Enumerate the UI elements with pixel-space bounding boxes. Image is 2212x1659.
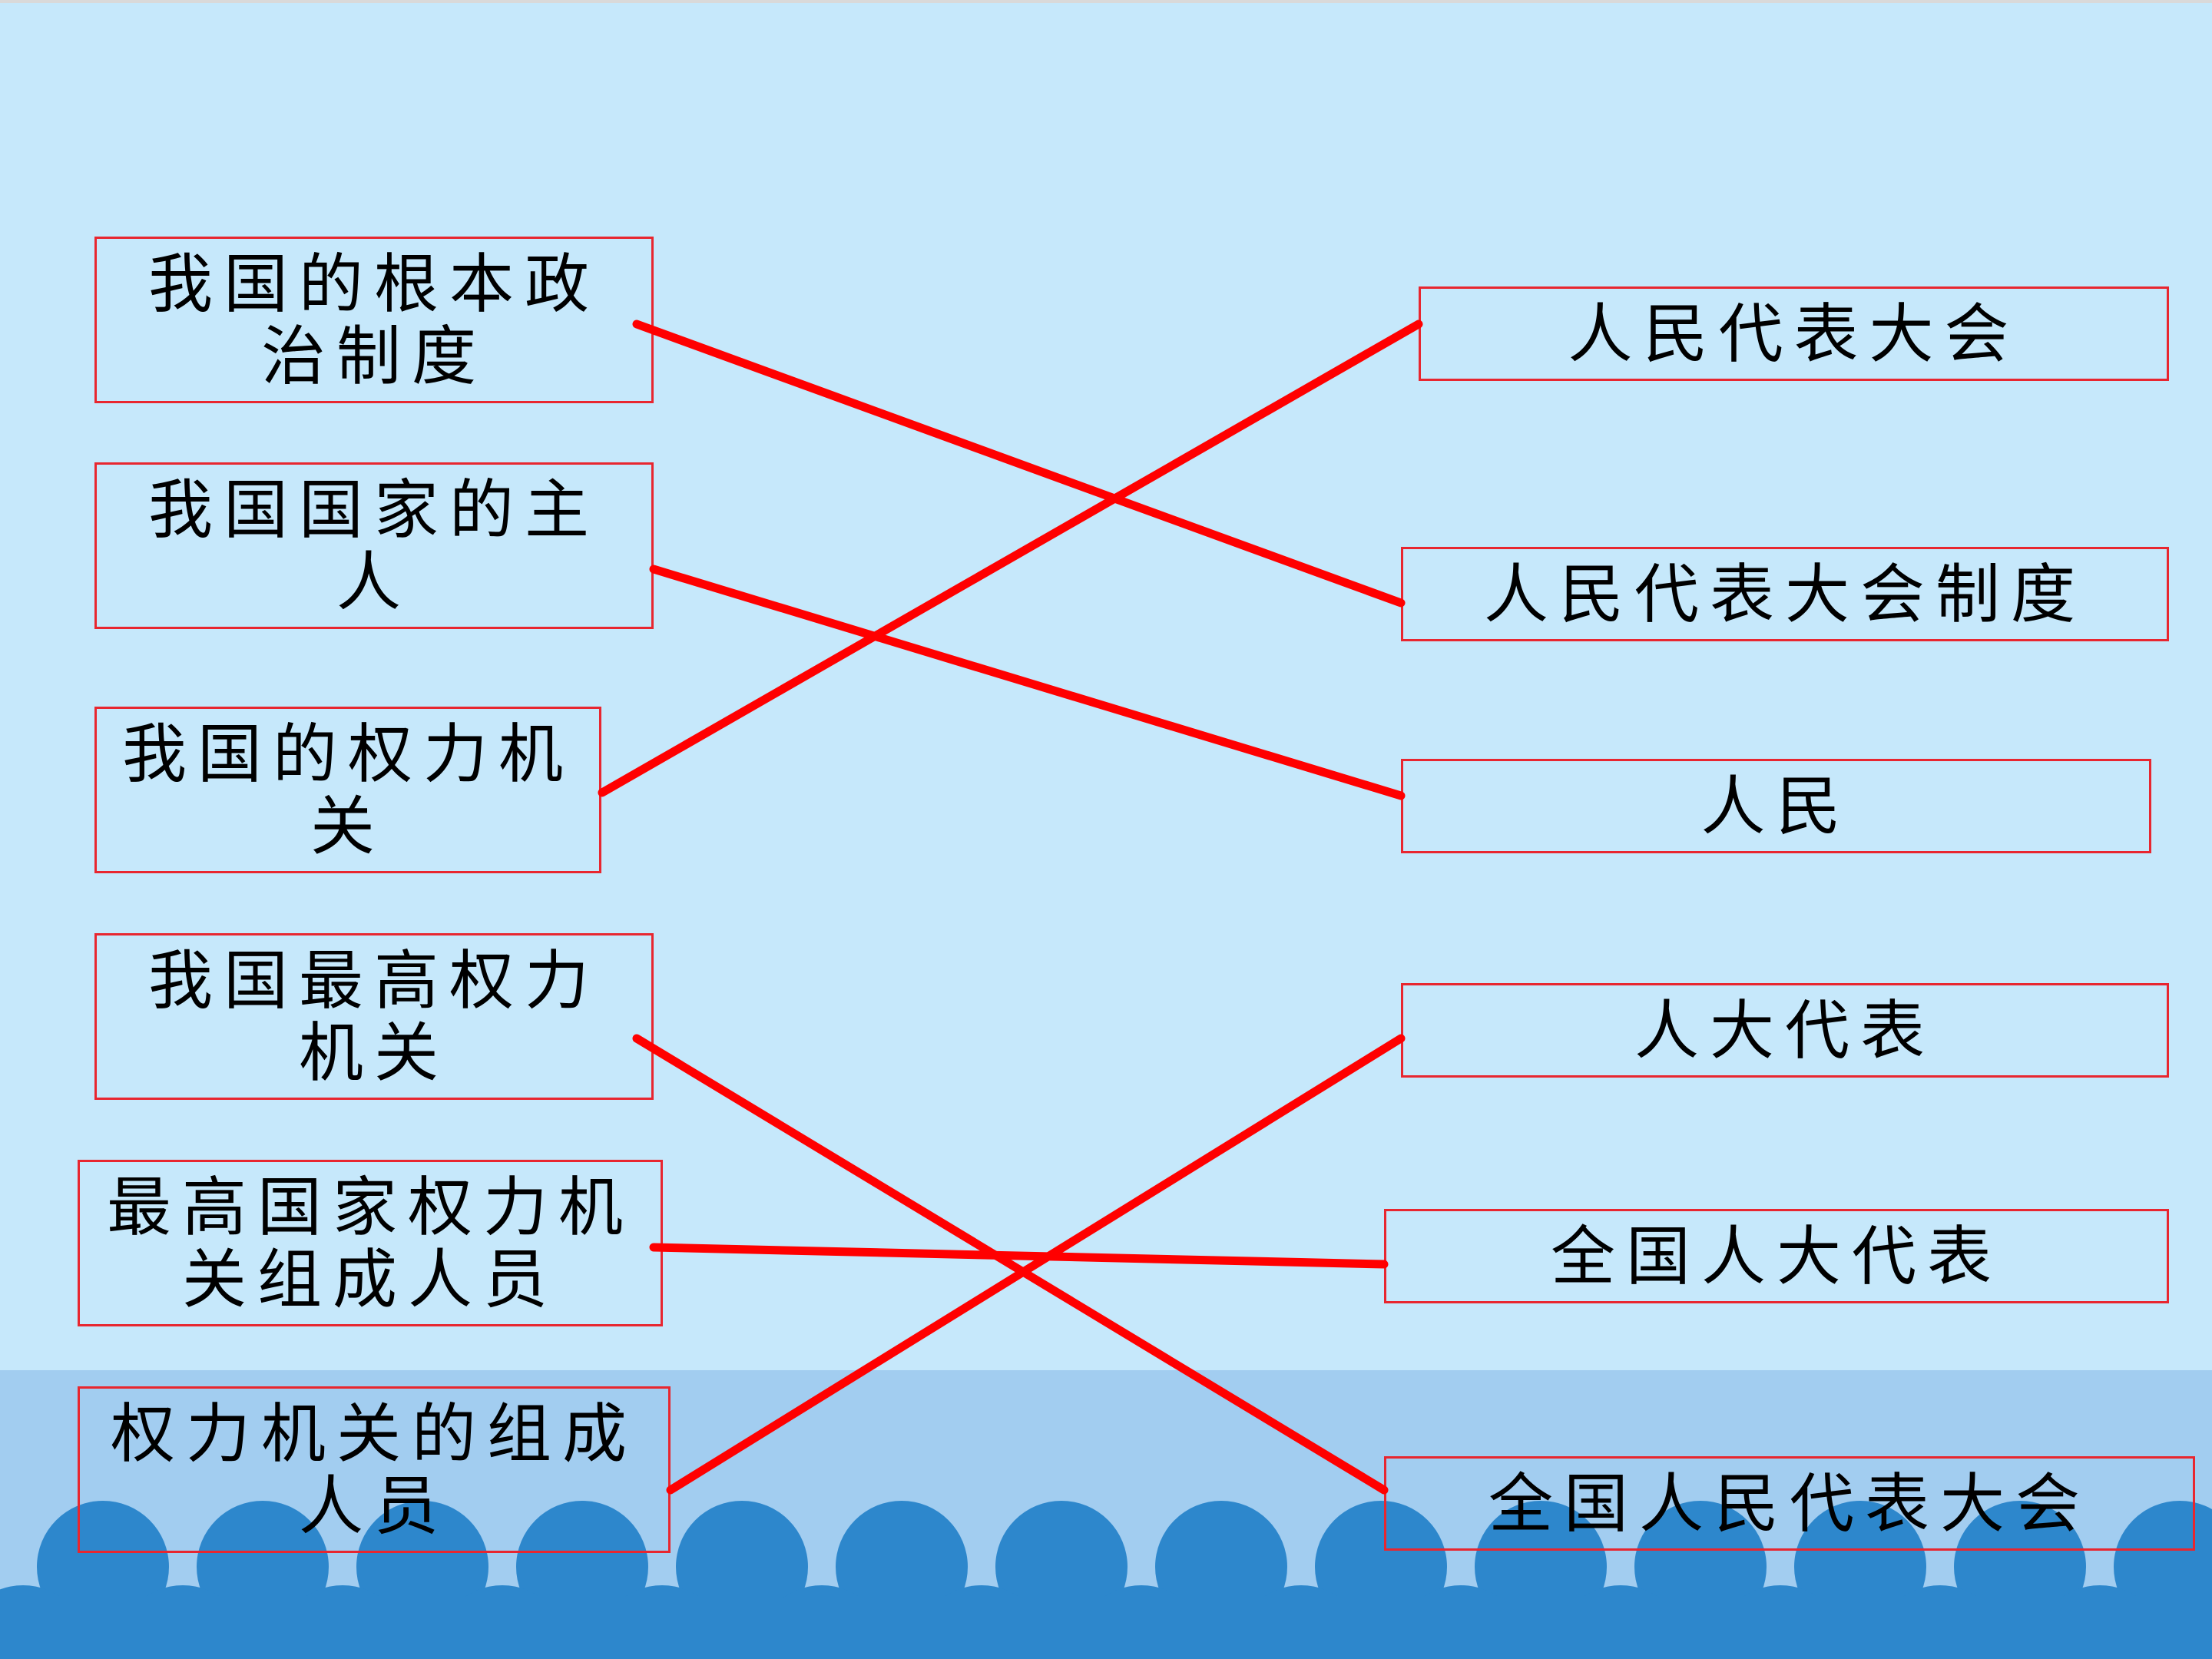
right-box-2[interactable]: 人民代表大会制度 bbox=[1401, 547, 2169, 641]
right-box-3[interactable]: 人民 bbox=[1401, 759, 2151, 853]
right-box-4-label: 人大代表 bbox=[1634, 992, 1936, 1068]
top-rule bbox=[0, 0, 2212, 3]
connector-line-5 bbox=[649, 1243, 1389, 1269]
left-box-3-label: 我国的权力机关 bbox=[121, 716, 574, 864]
right-box-4[interactable]: 人大代表 bbox=[1401, 983, 2169, 1078]
left-box-2-label: 我国国家的主人 bbox=[147, 472, 600, 620]
right-box-1-label: 人民代表大会 bbox=[1568, 296, 2020, 372]
right-box-2-label: 人民代表大会制度 bbox=[1483, 556, 2086, 632]
left-box-4[interactable]: 我国最高权力机关 bbox=[94, 933, 654, 1100]
connector-line-1 bbox=[632, 320, 1406, 608]
right-box-6[interactable]: 全国人民代表大会 bbox=[1384, 1456, 2195, 1551]
right-box-5[interactable]: 全国人大代表 bbox=[1384, 1209, 2169, 1303]
right-box-5-label: 全国人大代表 bbox=[1550, 1218, 2002, 1294]
connector-line-2 bbox=[649, 565, 1406, 800]
left-box-4-label: 我国最高权力机关 bbox=[147, 942, 600, 1091]
left-box-5-label: 最高国家权力机关组成人员 bbox=[106, 1169, 634, 1317]
connector-line-3 bbox=[598, 320, 1423, 797]
left-box-3[interactable]: 我国的权力机关 bbox=[94, 707, 601, 873]
right-box-3-label: 人民 bbox=[1700, 768, 1852, 844]
connector-line-6 bbox=[666, 1034, 1406, 1495]
right-box-1[interactable]: 人民代表大会 bbox=[1419, 286, 2169, 381]
left-box-6-label: 权力机关的组成人员 bbox=[110, 1396, 637, 1544]
left-box-5[interactable]: 最高国家权力机关组成人员 bbox=[78, 1160, 663, 1326]
right-box-6-label: 全国人民代表大会 bbox=[1488, 1465, 2091, 1541]
left-box-1-label: 我国的根本政治制度 bbox=[147, 246, 600, 394]
left-box-1[interactable]: 我国的根本政治制度 bbox=[94, 237, 654, 403]
left-box-2[interactable]: 我国国家的主人 bbox=[94, 462, 654, 629]
connector-line-4 bbox=[632, 1034, 1389, 1495]
left-box-6[interactable]: 权力机关的组成人员 bbox=[78, 1386, 671, 1553]
